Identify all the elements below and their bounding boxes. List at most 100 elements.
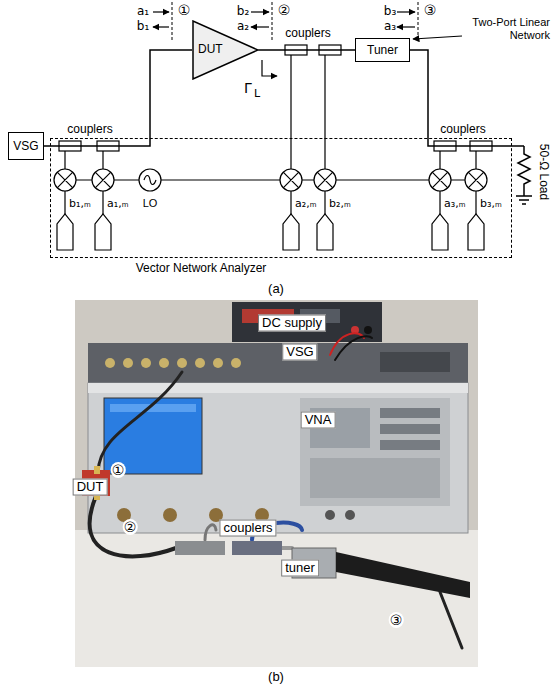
reference-plane [272,2,273,42]
signal-connector [44,50,192,146]
cable [98,372,182,472]
annotation-note: Two-Port Linear Network [464,16,550,42]
receiver-symbol [468,214,484,250]
signal-generator-instrument [123,358,133,368]
receiver-symbol [57,214,73,250]
device-board [94,466,100,474]
receiver-signal: b₃,ₘ [480,198,502,211]
photo-background [75,300,478,667]
oscillator-circle: LO [137,168,163,212]
signal-generator-instrument [177,358,187,368]
amplifier-label: DUT [198,42,223,56]
coupler-symbol [470,141,492,151]
cable [90,333,462,648]
source-box: VSG [8,132,44,160]
coupled-port-wire [65,55,476,169]
signal-generator-instrument [195,358,205,368]
dc-supply-instrument [232,302,382,342]
receiver-signal: a₂,ₘ [295,198,317,211]
reflection-subscript: L [254,88,260,101]
callout-number: ② [278,2,291,18]
cable [282,546,292,550]
receiver-symbol [57,191,484,250]
signal-generator-instrument [88,343,468,383]
network-analyzer-instrument [88,383,468,393]
signal-generator-instrument [380,352,450,372]
network-analyzer-instrument [345,510,355,520]
receiver-symbol [65,191,476,214]
part-name: couplers [67,123,112,137]
receiver-symbol [432,214,448,250]
wave-symbol: a₂ [237,20,249,34]
resistor-symbol [516,196,532,204]
signal-generator-instrument [88,343,468,383]
photo-label: VNA [301,412,336,429]
receiver-symbol [283,214,299,250]
wave-arrow [251,11,269,12]
coupler-hardware [175,541,282,555]
photo-background [75,530,478,667]
cable [335,336,372,360]
signal-generator-instrument [141,358,151,368]
amplifier-outline [193,21,258,79]
mixer-symbol [54,169,487,191]
coupled-port-wire [65,55,476,180]
callout-number: ③ [389,612,404,628]
network-analyzer-instrument [163,508,177,522]
part-name: couplers [285,27,330,41]
receiver-symbol [317,214,333,250]
wave-arrow [397,26,415,27]
receiver-signal: a₁,ₘ [107,198,129,211]
coupler-symbol [59,45,492,151]
network-analyzer-instrument [88,383,468,533]
signal-generator-instrument [231,358,241,368]
signal-generator-instrument [213,358,223,368]
wave-symbol: a₁ [137,5,149,19]
oscillator-outline [137,168,163,194]
cable [90,496,176,556]
signal-wire [410,50,524,146]
wave-arrow [153,26,169,27]
network-analyzer-instrument [325,510,335,520]
callout-number: ② [123,519,138,535]
oscillator-label: LO [143,197,158,209]
signal-generator-instrument [105,358,115,368]
dc-supply-instrument [364,326,372,334]
photo-label: tuner [281,560,319,577]
wave-symbol: a₃ [384,20,396,34]
coupler-hardware [175,541,225,555]
callout-number: ① [111,462,126,478]
resistor-symbol [518,146,530,196]
photo-label: VSG [282,344,317,361]
callout-number: ① [178,2,191,18]
wave-arrow [413,36,462,39]
panel-label: (a) [268,282,284,297]
receiver-signal: b₁,ₘ [69,198,91,211]
wave-arrow [251,26,269,27]
network-analyzer-instrument [88,383,468,533]
network-analyzer-instrument [310,458,440,498]
wave-arrow [153,11,169,12]
network-analyzer-instrument [380,408,440,418]
part-name: couplers [440,123,485,137]
boundary-heading: Vector Network Analyzer [136,261,267,275]
dc-supply-instrument [232,302,382,342]
network-analyzer-instrument [300,398,450,506]
signal-connector [258,49,355,51]
cable [440,592,462,648]
signal-generator-instrument [159,358,169,368]
signal-wire [410,50,524,146]
coupler-symbol [434,141,456,151]
tuner-hardware [336,552,470,598]
network-analyzer-instrument [380,440,440,450]
box-label: VSG [13,139,38,153]
photo-background [75,300,478,667]
receiver-signal: b₂,ₘ [329,198,351,211]
mixer-symbol [57,172,484,188]
receiver-signal: a₃,ₘ [444,198,466,211]
wave-arrow [262,60,277,76]
load-label: 50-Ω Load [536,144,550,200]
